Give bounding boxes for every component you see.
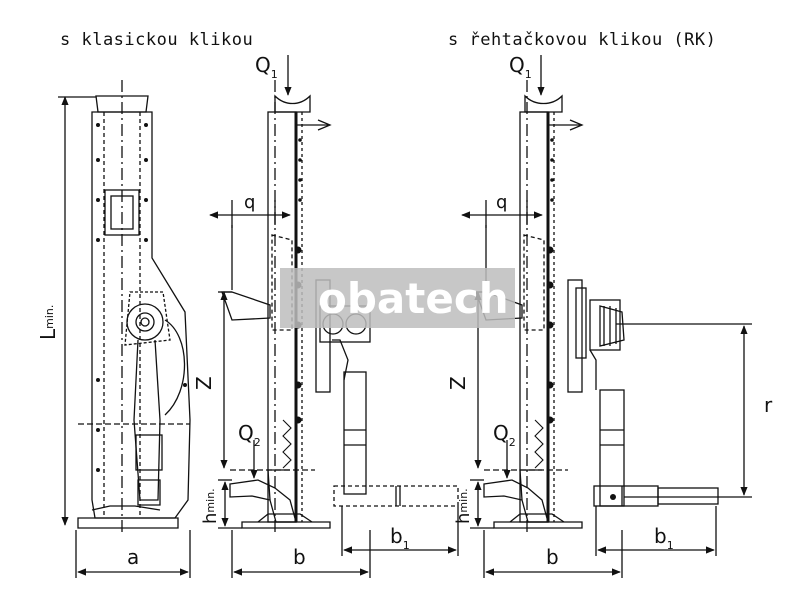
label-b-left: b [293,545,306,569]
label-h-left: hmin. [200,488,221,524]
side-view-ratchet [475,80,719,535]
front-view [77,80,191,535]
label-r: r [764,393,773,417]
label-b1-right: b1 [654,524,674,552]
caption-right: s řehtačkovou klikou (RK) [448,30,716,50]
label-z-left: Z [192,376,216,390]
label-q1-right: Q1 [509,53,532,81]
label-z-right: Z [446,376,470,390]
label-q1-left: Q1 [255,53,278,81]
caption-left: s klasickou klikou [60,30,253,50]
watermark-background [280,268,515,328]
watermark-text: obatech [318,274,509,323]
label-l: Lmin. [36,305,60,340]
label-b1-left: b1 [390,524,410,552]
label-q2-left: Q2 [238,421,261,449]
label-h-right: hmin. [453,488,474,524]
label-q-right: q [496,192,507,213]
label-a: a [127,545,139,569]
label-b-right: b [546,545,559,569]
label-q-left: q [244,192,255,213]
label-q2-right: Q2 [493,421,516,449]
